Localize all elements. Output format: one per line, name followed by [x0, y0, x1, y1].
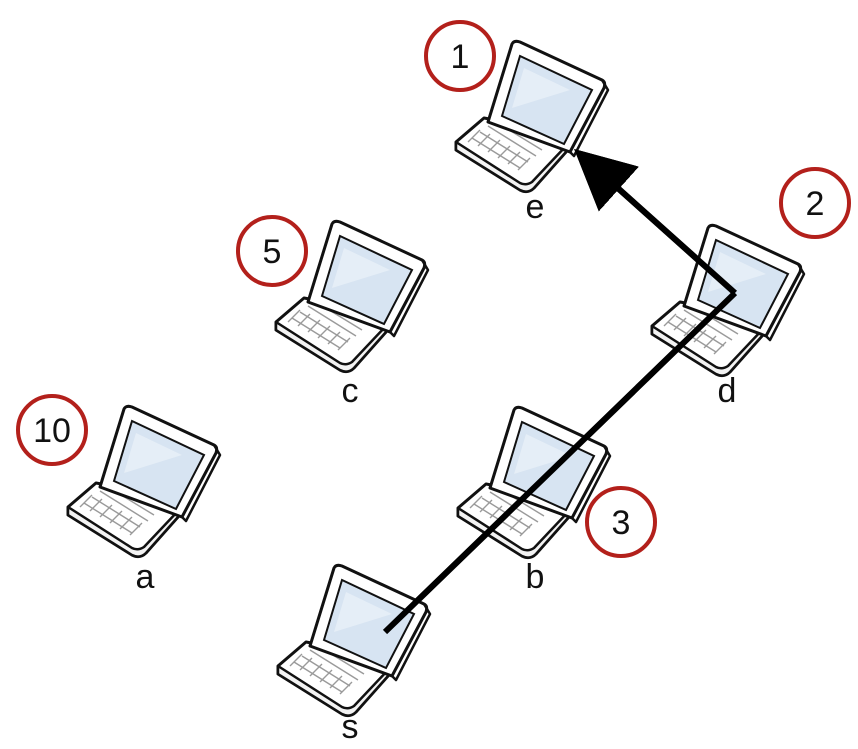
- node-c: 5 c: [236, 215, 430, 410]
- node-c-label: c: [342, 372, 359, 410]
- badge-d-text: 2: [806, 185, 825, 223]
- badge-c: [236, 215, 308, 287]
- laptop-icon: [276, 563, 432, 718]
- node-b-label: b: [526, 558, 545, 596]
- node-b: 3 b: [456, 405, 657, 596]
- edges-overlay: [382, 148, 738, 635]
- node-a-label: a: [136, 558, 155, 596]
- node-e-label: e: [526, 188, 545, 226]
- badge-d: [779, 167, 851, 239]
- laptop-icon: [66, 404, 222, 559]
- node-d-label: d: [718, 372, 737, 410]
- node-d: 2 d: [650, 167, 851, 410]
- badge-b-text: 3: [612, 504, 631, 542]
- badge-e-text: 1: [451, 38, 470, 76]
- badge-a-text: 10: [33, 412, 71, 450]
- edges: [382, 148, 738, 635]
- badge-e: [424, 20, 496, 92]
- badge-b: [585, 486, 657, 558]
- node-e: 1 e: [424, 20, 610, 226]
- node-s-label: s: [342, 708, 359, 746]
- node-a: 10 a: [16, 394, 222, 596]
- edge-d-e-overlay: [574, 148, 738, 296]
- badge-a: [16, 394, 88, 466]
- node-s: s: [276, 563, 432, 746]
- edge-s-d-overlay: [382, 290, 738, 635]
- badge-c-text: 5: [263, 233, 282, 271]
